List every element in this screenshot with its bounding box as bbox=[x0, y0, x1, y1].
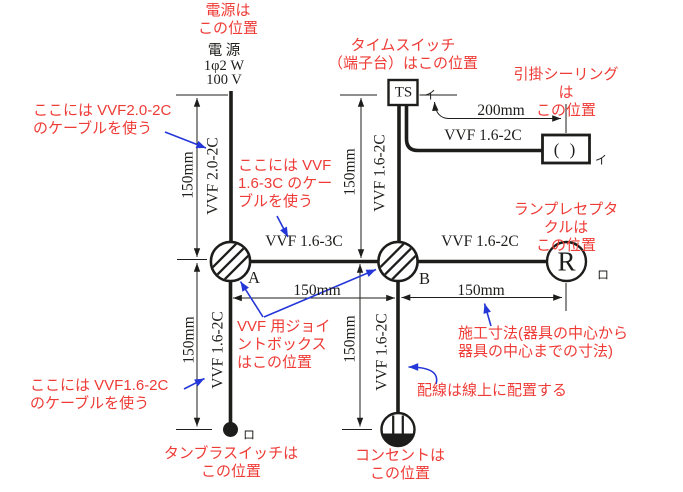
cable-label-a-b: VVF 1.6-3C bbox=[265, 233, 343, 250]
dim-label-power-a: 150mm bbox=[179, 151, 197, 199]
ceiling-rose-box bbox=[541, 133, 591, 165]
dim-ts-to-ceiling bbox=[432, 101, 561, 122]
mark-ro-switch: ロ bbox=[243, 428, 256, 442]
dim-label-a-switch: 150mm bbox=[180, 316, 198, 364]
junction-a-label: A bbox=[248, 268, 260, 287]
mark-i-time-switch: イ bbox=[424, 88, 437, 102]
note-tumbler-position: タンブラスイッチは この位置 bbox=[163, 445, 299, 480]
cable-label-power: VVF 2.0-2C bbox=[204, 137, 222, 215]
mark-ro-receptacle: ロ bbox=[597, 268, 610, 282]
tumbler-switch-dot bbox=[223, 422, 238, 437]
dim-label-b-receptacle: 150mm bbox=[457, 282, 505, 299]
junction-box-b bbox=[377, 240, 419, 283]
note-power-position: 電源は この位置 bbox=[197, 2, 259, 37]
note-cable-vvf163: ここには VVF 1.6-3C のケー ブルを使う bbox=[238, 157, 333, 210]
junction-b-label: B bbox=[419, 269, 431, 288]
time-switch-label: TS bbox=[394, 84, 413, 101]
note-construction-dimension: 施工寸法(器具の中心から 器具の中心までの寸法) bbox=[458, 325, 628, 360]
leader-cable-163 bbox=[276, 215, 289, 238]
lamp-receptacle-circle bbox=[545, 240, 588, 283]
note-ceiling-position: 引掛シーリングは この位置 bbox=[513, 66, 619, 119]
cable-label-ts-b: VVF 1.6-2C bbox=[371, 134, 389, 212]
note-joint-box-position: VVF 用ジョイ ントボックス はこの位置 bbox=[237, 318, 331, 371]
mark-i-ceiling: イ bbox=[595, 153, 608, 167]
note-time-switch-position: タイムスイッチ （端子台）はこの位置 bbox=[327, 37, 479, 72]
time-switch-box bbox=[387, 78, 419, 107]
note-cable-vvf162: ここには VVF1.6-2C のケーブルを使う bbox=[30, 377, 169, 412]
leader-jointbox-a bbox=[239, 281, 264, 318]
leader-jointbox-b bbox=[263, 268, 377, 318]
leader-wiring bbox=[408, 363, 438, 385]
cable-label-ts-ceiling: VVF 1.6-2C bbox=[444, 127, 522, 144]
ts-to-ceiling-cable-line bbox=[404, 105, 543, 153]
power-source-label: 電 源 1φ2 W 100 V bbox=[203, 43, 245, 88]
cable-label-a-switch: VVF 1.6-2C bbox=[209, 311, 227, 389]
ceiling-rose-symbol: ( ) bbox=[553, 139, 579, 159]
note-outlet-position: コンセントは この位置 bbox=[354, 447, 446, 482]
leader-cable-162 bbox=[183, 377, 205, 390]
cable-label-b-receptacle: VVF 1.6-2C bbox=[441, 233, 519, 250]
dim-label-ts-b: 150mm bbox=[341, 148, 359, 196]
outlet-symbol bbox=[380, 411, 416, 448]
leader-cable-20 bbox=[164, 131, 207, 149]
note-cable-vvf20: ここには VVF2.0-2C のケーブルを使う bbox=[33, 102, 172, 137]
cable-label-b-outlet: VVF 1.6-2C bbox=[373, 313, 391, 391]
leader-dimension bbox=[483, 303, 492, 327]
receptacle-letter: R bbox=[557, 246, 576, 277]
note-lamp-position: ランプレセプタクルは この位置 bbox=[513, 201, 619, 254]
note-wiring-on-line: 配線は線上に配置する bbox=[417, 382, 568, 399]
dim-label-a-b: 150mm bbox=[293, 282, 341, 299]
dim-label-b-outlet: 150mm bbox=[341, 315, 359, 363]
dim-label-200mm: 200mm bbox=[477, 102, 525, 119]
junction-box-a bbox=[209, 240, 252, 283]
